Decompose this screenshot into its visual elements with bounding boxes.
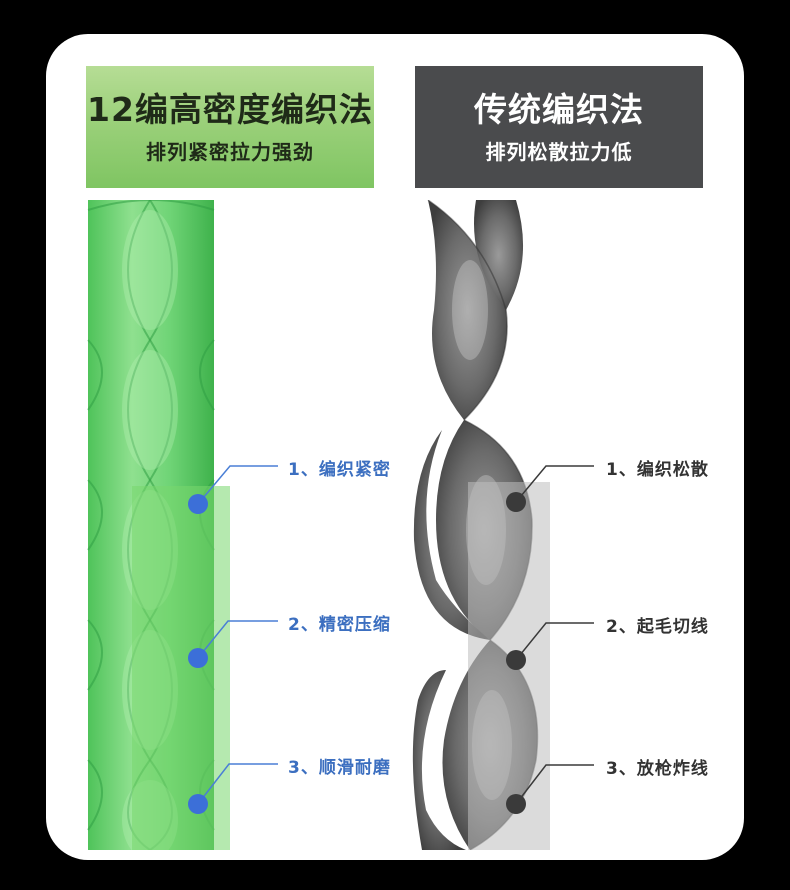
left-banner: 12编高密度编织法 排列紧密拉力强劲 <box>86 66 374 188</box>
left-leader-1 <box>197 465 278 505</box>
right-banner: 传统编织法 排列松散拉力低 <box>415 66 703 188</box>
right-dot-2 <box>506 650 526 670</box>
right-leader-1 <box>515 465 594 503</box>
right-leader-2 <box>515 622 594 661</box>
left-feature-1: 1、编织紧密 <box>288 460 391 480</box>
right-title: 传统编织法 <box>474 89 644 129</box>
left-title: 12编高密度编织法 <box>87 89 373 129</box>
left-dot-2 <box>188 648 208 668</box>
left-leader-2 <box>197 620 278 659</box>
callout-leaders <box>188 465 594 814</box>
left-leader-3 <box>197 763 278 805</box>
right-dot-1 <box>506 492 526 512</box>
right-dot-3 <box>506 794 526 814</box>
right-subtitle: 排列松散拉力低 <box>485 139 633 164</box>
left-feature-3: 3、顺滑耐磨 <box>288 758 391 778</box>
right-feature-3: 3、放枪炸线 <box>606 759 709 779</box>
right-leader-3 <box>515 764 594 805</box>
left-dot-1 <box>188 494 208 514</box>
right-feature-1: 1、编织松散 <box>606 460 709 480</box>
left-subtitle: 排列紧密拉力强劲 <box>146 139 314 164</box>
right-feature-2: 2、起毛切线 <box>606 617 709 637</box>
green-cutaway-sleeve <box>132 486 230 850</box>
left-feature-2: 2、精密压缩 <box>288 615 391 635</box>
comparison-card: 12编高密度编织法 排列紧密拉力强劲 传统编织法 排列松散拉力低 <box>46 34 744 860</box>
left-dot-3 <box>188 794 208 814</box>
